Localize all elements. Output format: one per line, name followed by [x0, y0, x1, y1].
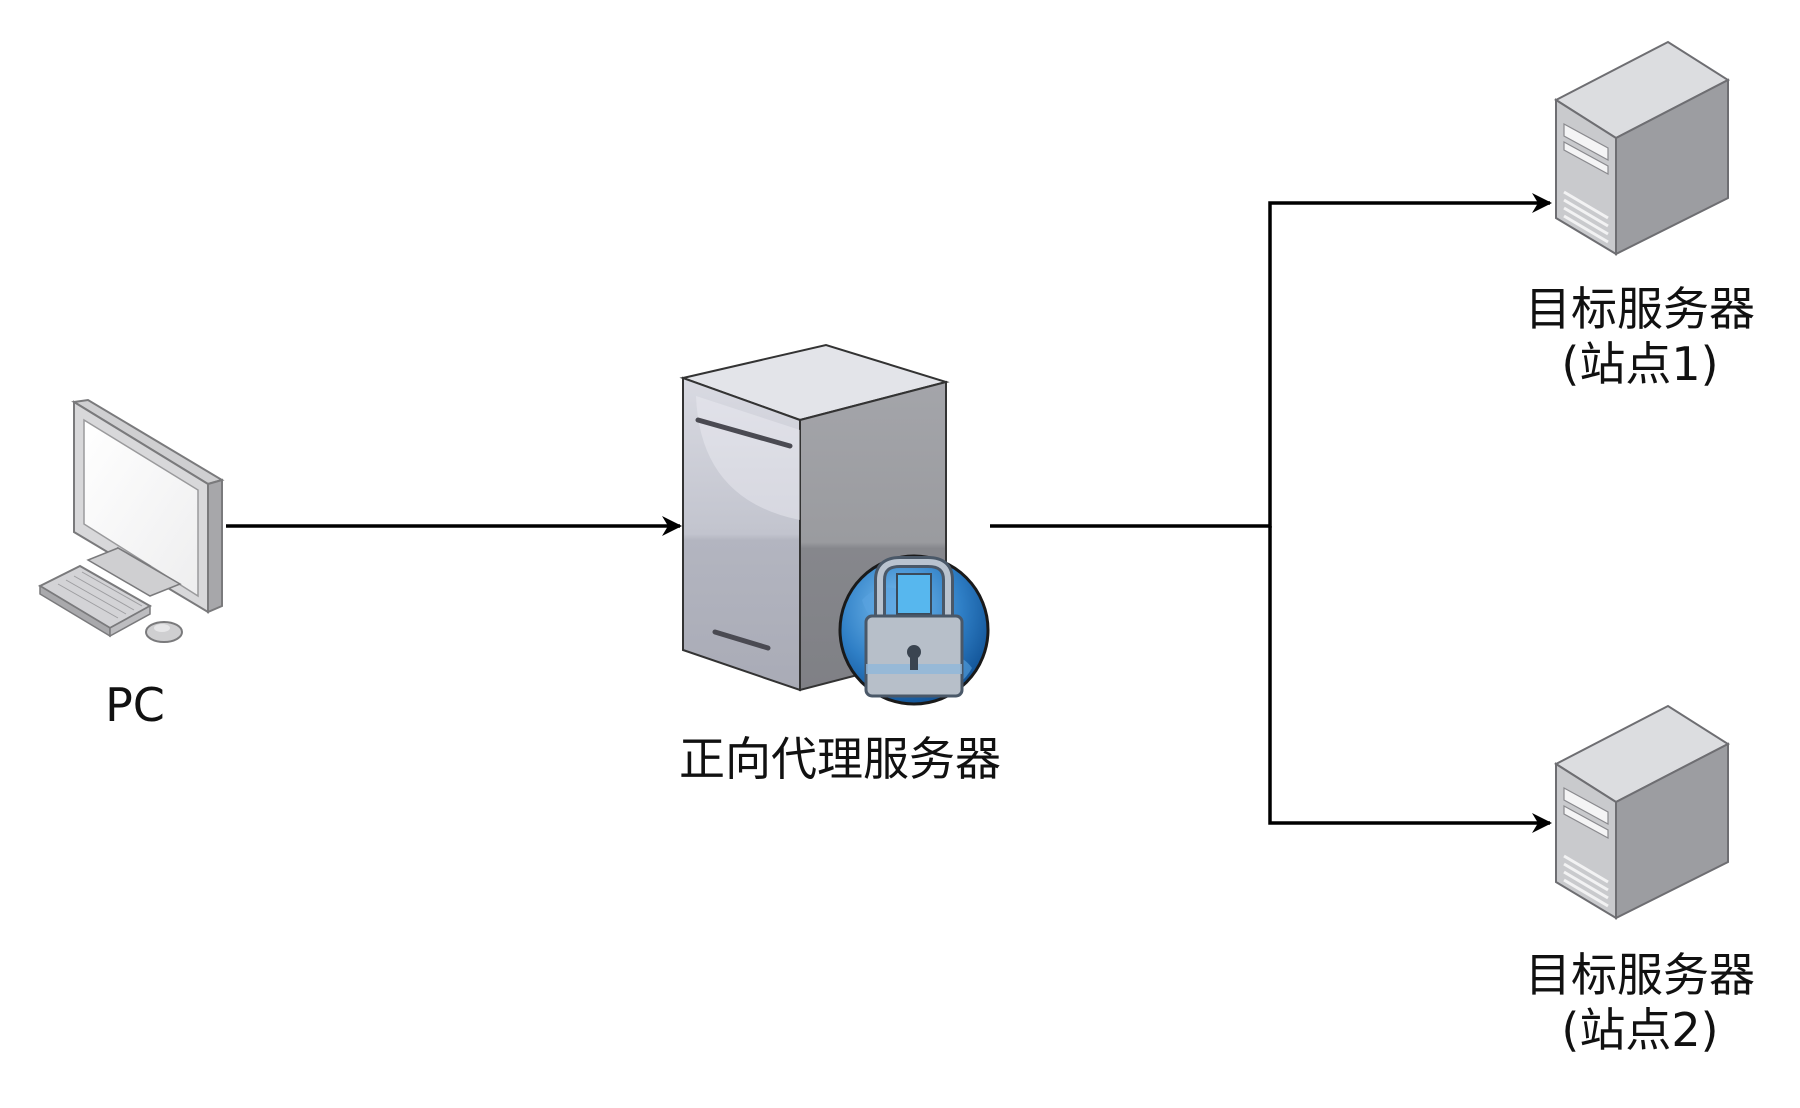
tower-server-icon — [1553, 40, 1731, 256]
globe-lock-badge — [838, 554, 990, 706]
pc-label: PC — [105, 678, 165, 732]
secure-proxy-server-icon — [679, 343, 990, 706]
proxy-server-label: 正向代理服务器 — [679, 732, 1001, 786]
connectors — [226, 193, 1552, 833]
target-server-2-title: 目标服务器 — [1525, 948, 1755, 1002]
target-server-1-title: 目标服务器 — [1525, 282, 1755, 336]
target-server-2-site: (站点2) — [1561, 1003, 1719, 1058]
tower-server-icon — [1553, 704, 1731, 920]
edge-proxy-to-target1 — [990, 193, 1552, 528]
target-server-1-site: (站点1) — [1561, 337, 1719, 392]
target-server-2-label: 目标服务器 (站点2) — [1470, 948, 1800, 1058]
lock-keyhole-window — [896, 573, 932, 615]
desktop-computer-icon — [37, 398, 225, 643]
target-server-1-label: 目标服务器 (站点1) — [1470, 282, 1800, 392]
edge-proxy-to-target2 — [1268, 526, 1552, 833]
